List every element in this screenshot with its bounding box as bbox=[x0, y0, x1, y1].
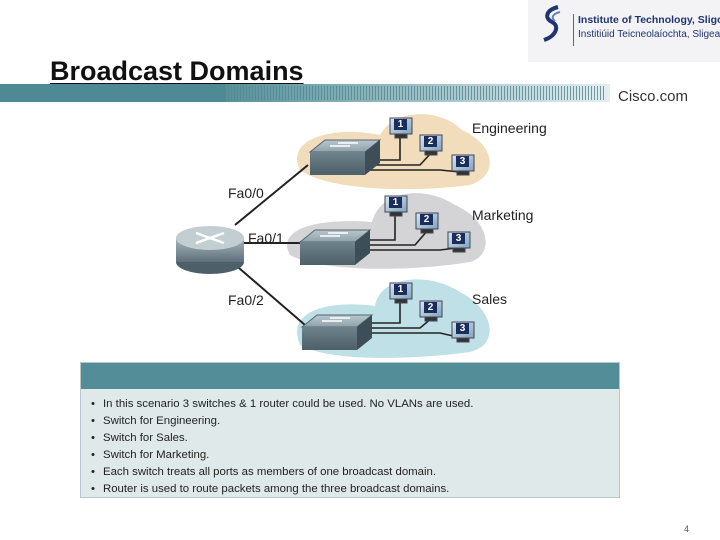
switch-marketing-icon bbox=[298, 229, 372, 265]
page-number: 4 bbox=[684, 524, 690, 534]
group-label-engineering: Engineering bbox=[472, 120, 547, 136]
institute-logo bbox=[528, 0, 720, 62]
list-item: Each switch treats all ports as members … bbox=[91, 464, 473, 481]
logo-text-english: Institute of Technology, Sligo bbox=[578, 14, 720, 26]
host-number: 2 bbox=[420, 214, 433, 225]
router-icon bbox=[176, 226, 244, 274]
notes-panel: In this scenario 3 switches & 1 router c… bbox=[80, 362, 620, 498]
group-label-sales: Sales bbox=[472, 291, 508, 307]
list-item: Switch for Engineering. bbox=[91, 413, 473, 430]
list-item: Router is used to route packets among th… bbox=[91, 481, 473, 498]
notes-list: In this scenario 3 switches & 1 router c… bbox=[91, 396, 473, 498]
switch-engineering-icon bbox=[308, 139, 382, 175]
host-number: 3 bbox=[452, 233, 465, 244]
page-title: Broadcast Domains bbox=[50, 56, 304, 86]
institute-logo-icon bbox=[543, 5, 561, 42]
interface-label-fa0-2: Fa0/2 bbox=[228, 292, 264, 308]
host-number: 1 bbox=[394, 284, 407, 295]
switch-sales-icon bbox=[300, 314, 374, 350]
notes-panel-header bbox=[81, 363, 619, 389]
host-number: 3 bbox=[456, 156, 469, 167]
interface-label-fa0-0: Fa0/0 bbox=[228, 185, 264, 201]
host-number: 1 bbox=[394, 119, 407, 130]
group-label-marketing: Marketing bbox=[472, 207, 534, 223]
host-number: 2 bbox=[424, 136, 437, 147]
host-number: 2 bbox=[424, 302, 437, 313]
list-item: In this scenario 3 switches & 1 router c… bbox=[91, 396, 473, 413]
interface-label-fa0-1: Fa0/1 bbox=[248, 230, 284, 246]
header-bar bbox=[0, 84, 720, 102]
list-item: Switch for Marketing. bbox=[91, 447, 473, 464]
cisco-brand: Cisco.com bbox=[618, 88, 689, 105]
host-number: 1 bbox=[389, 197, 402, 208]
host-number: 3 bbox=[456, 323, 469, 334]
logo-divider bbox=[573, 14, 574, 46]
list-item: Switch for Sales. bbox=[91, 430, 473, 447]
logo-text-irish: Institiúid Teicneolaíochta, Sligeach bbox=[578, 29, 720, 40]
